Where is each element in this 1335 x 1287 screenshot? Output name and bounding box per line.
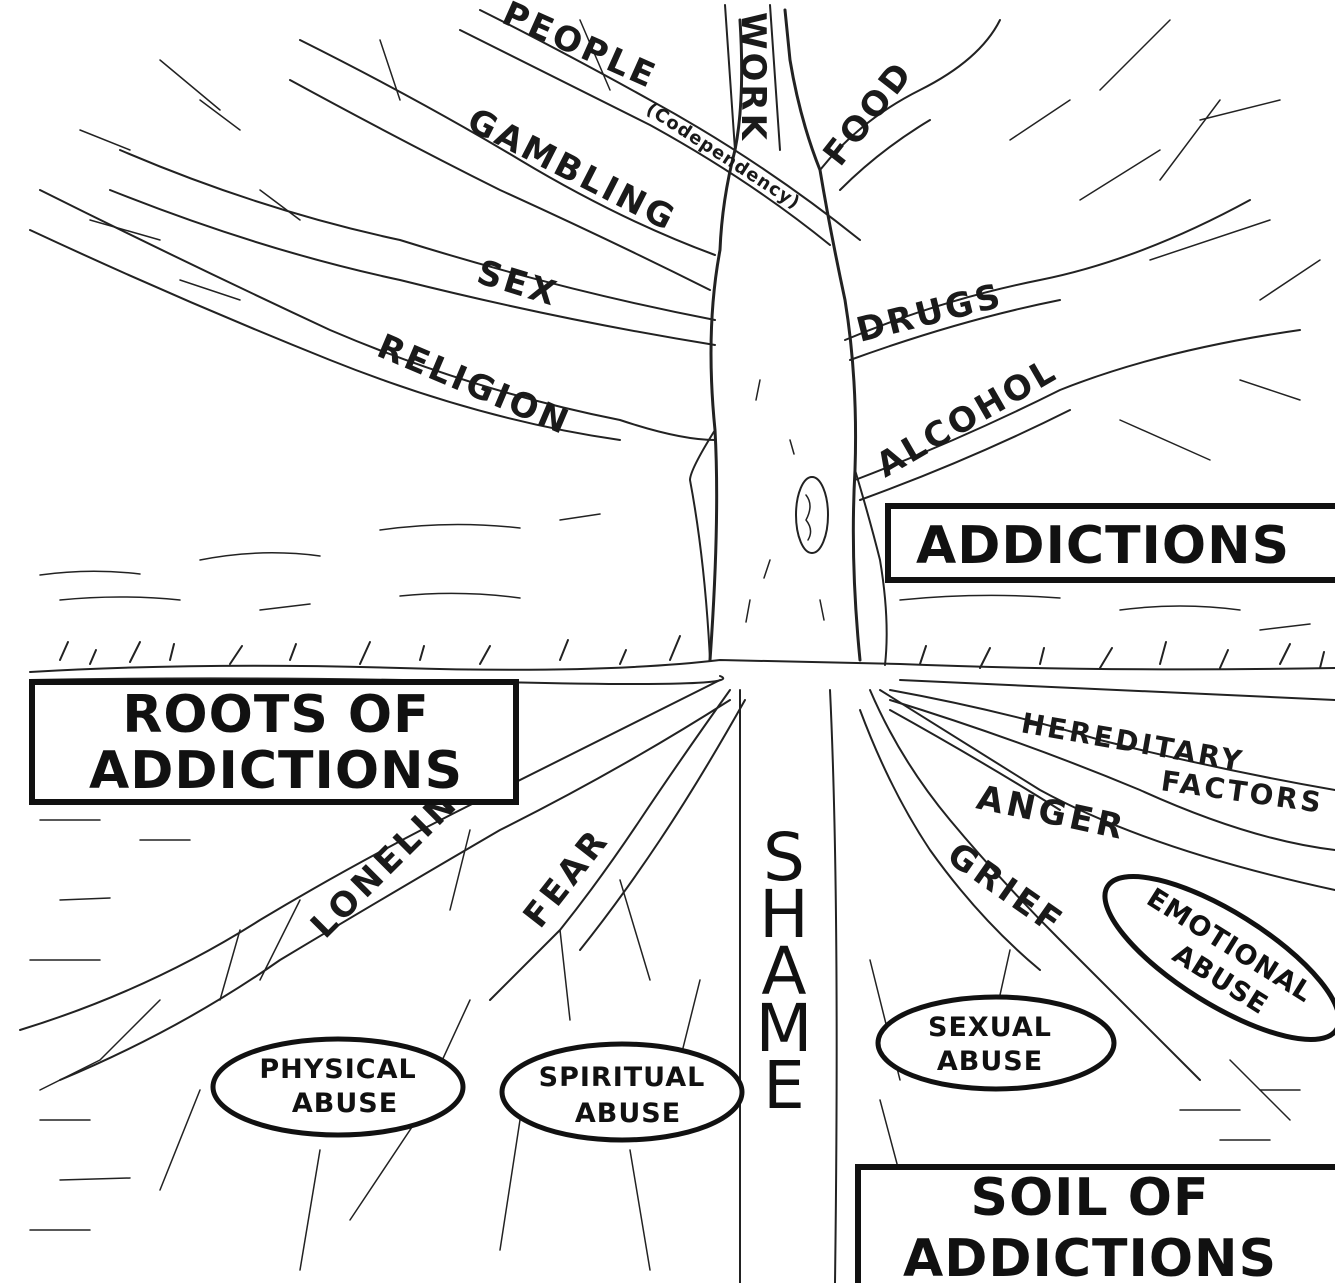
oval-sexual-line2: ABUSE	[937, 1046, 1043, 1077]
branch-label-drugs: DRUGS	[853, 276, 1008, 351]
oval-spiritual-line1: SPIRITUAL	[539, 1062, 706, 1093]
soil-box-line1: SOIL OF	[971, 1168, 1210, 1228]
root-label-anger: ANGER	[973, 778, 1130, 849]
branch-label-work: WORK	[733, 12, 773, 143]
branch-label-sex: SEX	[472, 252, 563, 315]
branch-label-food: FOOD	[816, 53, 922, 173]
soil-of-addictions-box: SOIL OF ADDICTIONS	[858, 1167, 1335, 1283]
branch-label-gambling: GAMBLING	[461, 100, 683, 239]
roots-box-line2: ADDICTIONS	[89, 741, 463, 801]
oval-physical-abuse: PHYSICAL ABUSE	[213, 1039, 463, 1135]
root-label-hereditary: HEREDITARY	[1019, 706, 1247, 778]
root-label-fear: FEAR	[516, 820, 618, 935]
roots-of-addictions-box: ROOTS OF ADDICTIONS	[32, 682, 516, 802]
addictions-box: ADDICTIONS	[888, 506, 1335, 580]
soil-box-line2: ADDICTIONS	[903, 1229, 1277, 1283]
oval-physical-line1: PHYSICAL	[259, 1054, 416, 1085]
oval-sexual-line1: SEXUAL	[928, 1012, 1052, 1043]
roots-box-line1: ROOTS OF	[122, 685, 429, 745]
shame-letter: E	[763, 1047, 805, 1124]
tree-branches	[30, 5, 1320, 500]
branch-label-religion: RELIGION	[371, 326, 576, 443]
oval-sexual-abuse: SEXUAL ABUSE	[878, 997, 1114, 1089]
branch-label-people: PEOPLE	[496, 0, 663, 97]
oval-physical-line2: ABUSE	[292, 1088, 398, 1119]
branch-label-alcohol: ALCOHOL	[870, 350, 1065, 486]
oval-spiritual-line2: ABUSE	[575, 1098, 681, 1129]
oval-spiritual-abuse: SPIRITUAL ABUSE	[502, 1044, 742, 1140]
branch-labels: PEOPLE (Codependency) WORK FOOD GAMBLING…	[371, 0, 1064, 486]
addictions-box-title: ADDICTIONS	[916, 516, 1290, 576]
